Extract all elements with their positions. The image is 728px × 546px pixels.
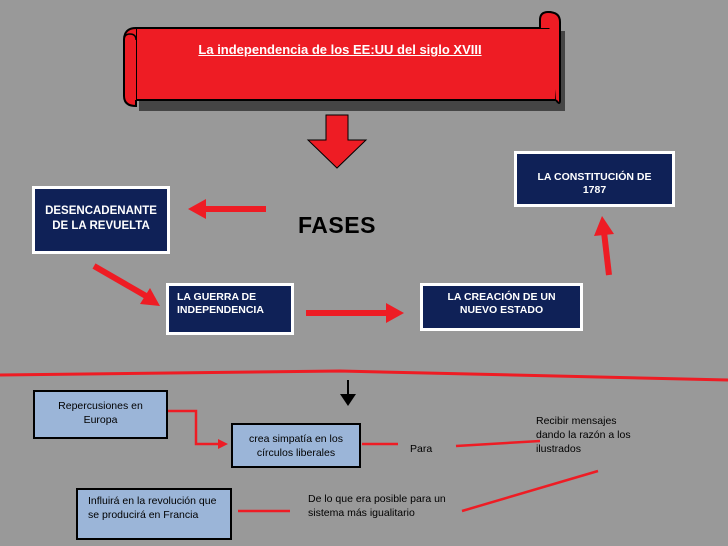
title-banner [135, 27, 557, 101]
separator-line [0, 369, 728, 382]
connector-recibir-delo [461, 469, 599, 513]
arrow-separator-down [340, 380, 356, 406]
arrow-down-from-title [306, 114, 368, 169]
box-repercusiones: Repercusiones en Europa [33, 390, 168, 439]
box-desencadenante-label: DESENCADENANTE DE LA REVUELTA [45, 205, 157, 232]
box-creacion-label: LA CREACIÓN DE UN NUEVO ESTADO [447, 291, 556, 316]
box-guerra: LA GUERRA DE INDEPENDENCIA [166, 283, 294, 335]
box-desencadenante: DESENCADENANTE DE LA REVUELTA [32, 186, 170, 254]
page-title: La independencia de los EE:UU del siglo … [198, 42, 482, 57]
box-simpatia: crea simpatía en los círculos liberales [231, 423, 361, 468]
connector-para-recibir [455, 439, 541, 448]
de-lo-que-label: De lo que era posible para un sistema má… [308, 493, 446, 519]
box-repercusiones-label: Repercusiones en Europa [58, 400, 143, 426]
box-guerra-label: LA GUERRA DE INDEPENDENCIA [177, 291, 264, 316]
arrow-creacion-to-constitucion [594, 216, 614, 276]
arrow-guerra-to-creacion [306, 303, 404, 323]
box-constitucion: LA CONSTITUCIÓN DE 1787 [514, 151, 675, 207]
box-constitucion-label: LA CONSTITUCIÓN DE 1787 [537, 171, 652, 196]
box-creacion: LA CREACIÓN DE UN NUEVO ESTADO [420, 283, 583, 331]
connector-repercusiones-simpatia [168, 409, 222, 446]
arrow-left-to-desencadenante [188, 199, 266, 219]
box-influira-label: Influirá en la revolución que se produci… [88, 495, 217, 521]
box-influira: Influirá en la revolución que se produci… [76, 488, 232, 540]
arrow-desencadenante-to-guerra [92, 263, 160, 306]
recibir-label: Recibir mensajes dando la razón a los il… [536, 415, 631, 455]
box-simpatia-label: crea simpatía en los círculos liberales [249, 433, 343, 459]
title-banner-left-curl [123, 27, 137, 108]
para-label: Para [410, 443, 433, 455]
fases-label: FASES [298, 212, 376, 238]
